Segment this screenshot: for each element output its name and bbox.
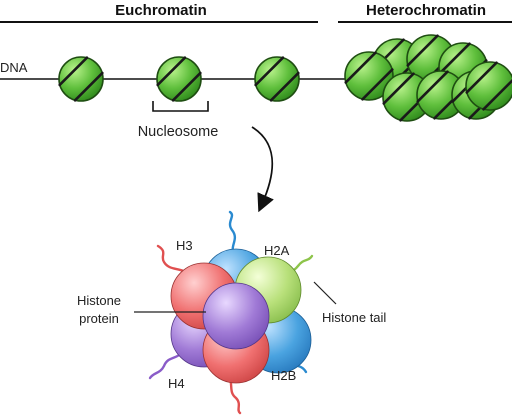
histone-tail-label: Histone tail: [322, 310, 386, 325]
nucleosome-bracket: [152, 101, 209, 112]
histone-purple-center: [202, 282, 270, 350]
tail-h4: [148, 350, 184, 380]
euchromatin-nucleosome: [254, 56, 300, 102]
histone-protein-label-line2: protein: [79, 311, 119, 326]
histone-tail-pointer: [313, 281, 337, 305]
heterochromatin-label: Heterochromatin: [366, 2, 486, 19]
euchromatin-nucleosome: [58, 56, 104, 102]
h2b-label: H2B: [271, 368, 296, 383]
zoom-arrow: [251, 126, 274, 213]
tail-red-left: [156, 244, 192, 278]
dna-label: DNA: [0, 60, 28, 75]
h3-label: H3: [176, 238, 193, 253]
histone-protein-label-line1: Histone: [77, 293, 121, 308]
tail-h3: [228, 210, 237, 258]
histone-octamer: [170, 248, 312, 384]
heterochromatin-nucleosome: [344, 51, 394, 101]
h4-label: H4: [168, 376, 185, 391]
euchromatin-label: Euchromatin: [115, 2, 207, 19]
heterochromatin-nucleosome: [465, 61, 512, 111]
h2a-label: H2A: [264, 243, 290, 258]
nucleosome-label: Nucleosome: [138, 124, 219, 140]
euchromatin-nucleosome: [156, 56, 202, 102]
